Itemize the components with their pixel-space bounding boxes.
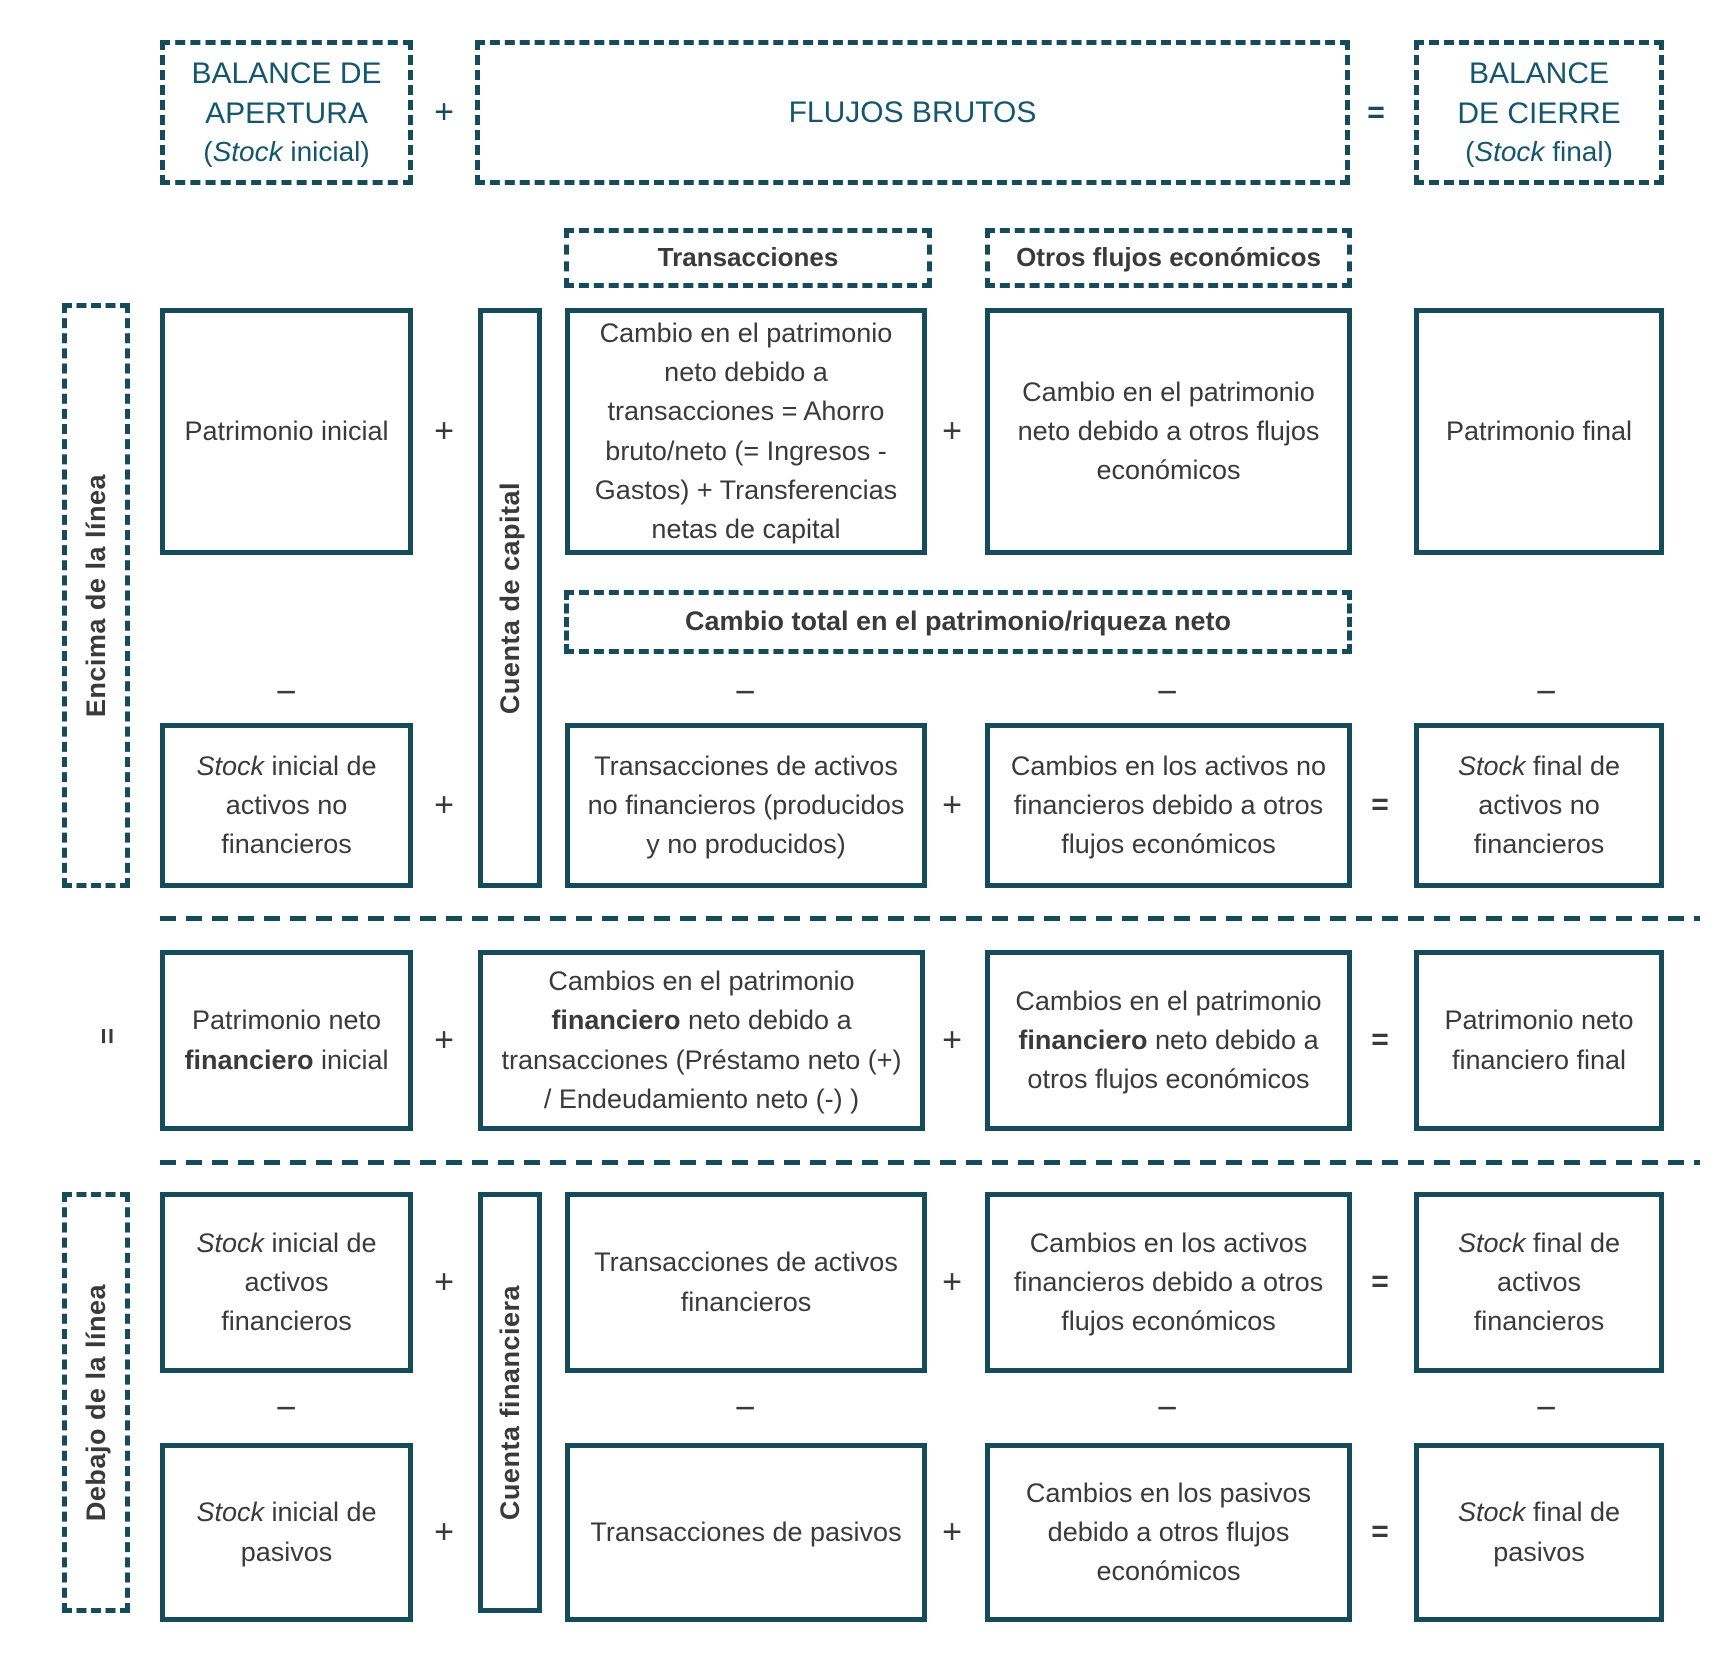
plus-operator: + <box>942 1021 962 1059</box>
below-line-section-box: Debajo de la línea <box>62 1192 130 1613</box>
minus-operator: − <box>734 671 756 712</box>
liabilities-other-flows-box: Cambios en los pasivos debido a otros fl… <box>985 1443 1352 1622</box>
gross-flows-box: FLUJOS BRUTOS <box>475 40 1350 185</box>
capital-account-label: Cuenta de capital <box>494 481 525 715</box>
minus-operator: − <box>1535 1387 1557 1428</box>
initial-nonfinancial-assets-box: Stock inicial de activos no financieros <box>160 723 413 888</box>
plus-operator: + <box>942 786 962 824</box>
opening-balance-box: BALANCE DE APERTURA (Stock inicial) <box>160 40 413 185</box>
plus-operator: + <box>942 1513 962 1551</box>
closing-balance-subtitle: (Stock final) <box>1465 135 1613 167</box>
final-nonfinancial-assets-box: Stock final de activos no financieros <box>1414 723 1664 888</box>
liabilities-transactions-box: Transacciones de pasivos <box>565 1443 927 1622</box>
nonfinancial-assets-other-flows-box: Cambios en los activos no financieros de… <box>985 723 1352 888</box>
final-liabilities-box: Stock final de pasivos <box>1414 1443 1664 1622</box>
gross-flows-label: FLUJOS BRUTOS <box>788 95 1037 129</box>
equals-operator: = <box>1371 1023 1389 1056</box>
final-financial-assets-box: Stock final de activos financieros <box>1414 1192 1664 1373</box>
initial-financial-assets-box: Stock inicial de activos financieros <box>160 1192 413 1373</box>
total-net-worth-change-box: Cambio total en el patrimonio/riqueza ne… <box>564 590 1352 654</box>
other-flows-subheader-box: Otros flujos económicos <box>985 228 1352 288</box>
plus-operator: + <box>942 1263 962 1301</box>
below-line-label: Debajo de la línea <box>80 1283 111 1522</box>
initial-net-worth-box: Patrimonio inicial <box>160 308 413 555</box>
equals-operator: = <box>1371 1515 1389 1548</box>
opening-balance-subtitle: (Stock inicial) <box>203 135 370 167</box>
minus-operator: − <box>1535 671 1557 712</box>
equals-operator: = <box>1371 1265 1389 1298</box>
final-financial-net-worth-box: Patrimonio neto financiero final <box>1414 950 1664 1131</box>
header-equals-operator: = <box>1367 96 1385 129</box>
plus-operator: + <box>942 412 962 450</box>
financial-assets-other-flows-box: Cambios en los activos financieros debid… <box>985 1192 1352 1373</box>
plus-operator: + <box>434 412 454 450</box>
closing-balance-title-line1: BALANCE <box>1468 57 1610 91</box>
plus-operator: + <box>434 1021 454 1059</box>
financial-assets-transactions-box: Transacciones de activos financieros <box>565 1192 927 1373</box>
minus-operator: − <box>734 1387 756 1428</box>
nonfinancial-assets-transactions-box: Transacciones de activos no financieros … <box>565 723 927 888</box>
section-separator-line <box>160 916 1700 921</box>
financial-account-bar: Cuenta financiera <box>478 1192 542 1613</box>
initial-liabilities-box: Stock inicial de pasivos <box>160 1443 413 1622</box>
financial-account-label: Cuenta financiera <box>494 1284 525 1521</box>
plus-operator: + <box>434 786 454 824</box>
financial-net-worth-other-flows-box: Cambios en el patrimonio financiero neto… <box>985 950 1352 1131</box>
net-worth-transactions-change-box: Cambio en el patrimonio neto debido a tr… <box>565 308 927 555</box>
opening-balance-title-line2: APERTURA <box>205 97 368 131</box>
above-line-label: Encima de la línea <box>80 473 111 718</box>
section-separator-line <box>160 1160 1700 1165</box>
minus-operator: − <box>275 1387 297 1428</box>
plus-operator: + <box>434 1513 454 1551</box>
initial-financial-net-worth-box: Patrimonio neto financiero inicial <box>160 950 413 1131</box>
financial-net-worth-transactions-box: Cambios en el patrimonio financiero neto… <box>478 950 925 1131</box>
net-worth-other-flows-change-box: Cambio en el patrimonio neto debido a ot… <box>985 308 1352 555</box>
capital-account-bar: Cuenta de capital <box>478 308 542 888</box>
minus-operator: − <box>1156 671 1178 712</box>
opening-balance-title-line1: BALANCE DE <box>191 57 382 91</box>
minus-operator: − <box>275 671 297 712</box>
equals-operator: = <box>1371 788 1389 821</box>
final-net-worth-box: Patrimonio final <box>1414 308 1664 555</box>
minus-operator: − <box>1156 1387 1178 1428</box>
plus-operator: + <box>434 1263 454 1301</box>
closing-balance-box: BALANCE DE CIERRE (Stock final) <box>1414 40 1664 185</box>
rotated-equals-operator: = <box>92 1027 123 1045</box>
header-plus-operator: + <box>434 93 454 131</box>
transactions-subheader-box: Transacciones <box>564 228 932 288</box>
closing-balance-title-line2: DE CIERRE <box>1457 97 1621 131</box>
above-line-section-box: Encima de la línea <box>62 303 130 888</box>
